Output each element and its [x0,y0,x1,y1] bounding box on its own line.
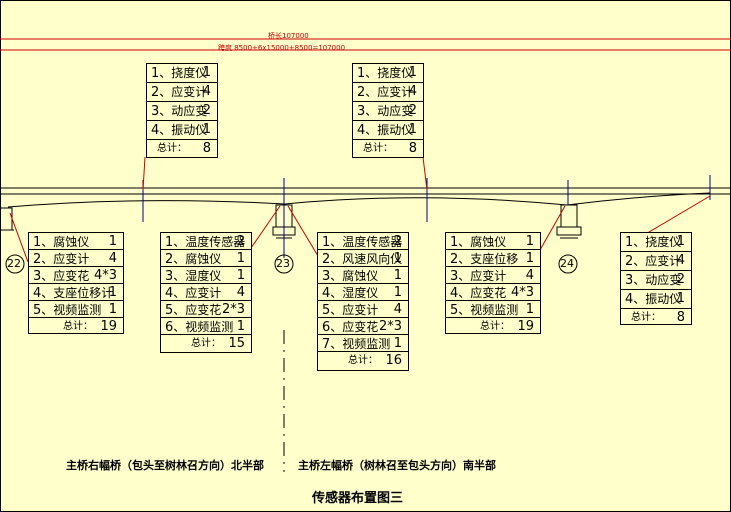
pier-label-23: 23 [276,257,290,270]
pier-24 [556,204,582,239]
table-total-row: 总计：16 [348,353,402,368]
dimension-spans: 跨度 8500+6x15000+8500=107000 [218,44,346,52]
caption-right: 主桥左幅桥（树林召至包头方向）南半部 [298,459,496,472]
table-total-row: 总计：8 [631,310,685,325]
dimension-total: 桥长107000 [268,32,309,40]
table-total-row: 总计：8 [157,141,211,156]
table-total-row: 总计：19 [480,319,534,334]
girder-soffit-curve [7,192,711,208]
drawing-title: 传感器布置图三 [312,491,404,506]
caption-left: 主桥右幅桥（包头至树林召方向）北半部 [66,459,264,472]
pier-label-24: 24 [560,257,574,270]
table-total-row: 总计：15 [191,336,245,351]
table-total-row: 总计：8 [363,141,417,156]
pier-label-22: 22 [7,257,21,270]
table-total-row: 总计：19 [63,319,117,334]
